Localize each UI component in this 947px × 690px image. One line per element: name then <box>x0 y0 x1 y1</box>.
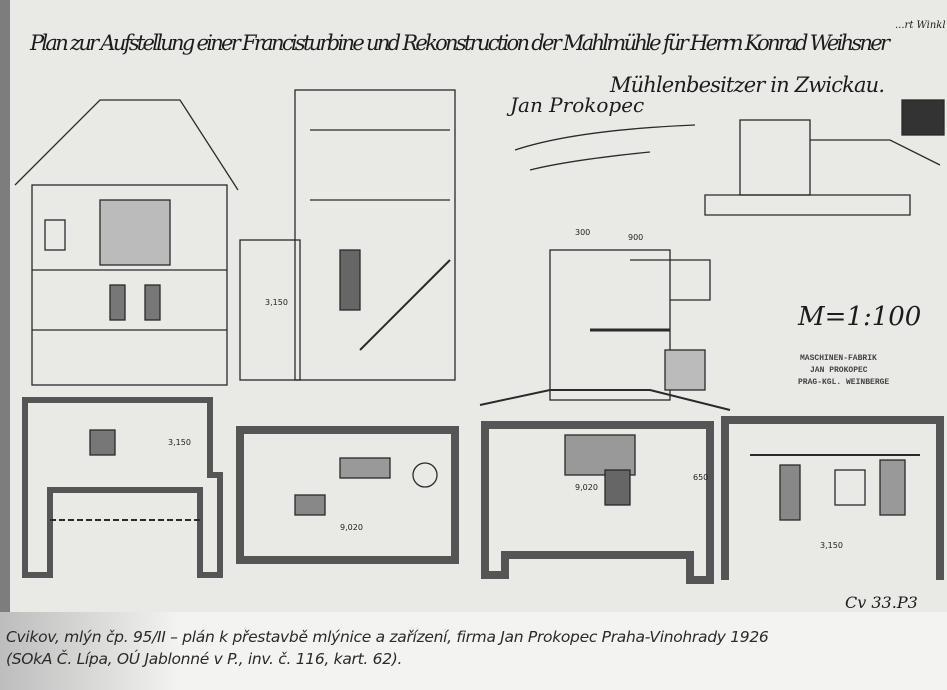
floor-plan-2: 9,020 <box>236 426 459 564</box>
dimension-label: 3,150 <box>265 298 288 307</box>
maker-stamp-line: MASCHINEN-FABRIK <box>800 354 877 363</box>
signature: Jan Prokopec <box>506 93 644 117</box>
maker-stamp-line: JAN PROKOPEC <box>810 366 868 375</box>
elevation-turbine-house: 3,150 <box>239 89 456 381</box>
page-shadow <box>0 612 180 690</box>
mill-plan-drawing: Plan zur Aufstellung einer Francisturbin… <box>10 0 947 612</box>
section-top-right <box>704 119 941 216</box>
scale-label: M=1:100 <box>797 302 921 332</box>
drawing-title: Plan zur Aufstellung einer Francisturbin… <box>29 31 892 55</box>
dimension-label: 9,020 <box>340 523 363 532</box>
dimension-label: 3,150 <box>168 438 191 447</box>
caption-line-2: (SOkA Č. Lípa, OÚ Jablonné v P., inv. č.… <box>6 650 403 668</box>
maker-stamp-line: PRAG-KGL. WEINBERGE <box>798 378 889 387</box>
figure-caption: Cvikov, mlýn čp. 95/II – plán k přestavb… <box>6 626 769 670</box>
caption-line-1: Cvikov, mlýn čp. 95/II – plán k přestavb… <box>6 628 769 646</box>
signature-scribbles <box>514 124 696 171</box>
drawing-subtitle: Mühlenbesitzer in Zwickau. <box>609 73 885 97</box>
dimension-label: 650 <box>693 473 708 482</box>
dimension-label: 300 <box>575 228 590 237</box>
dimension-label: 900 <box>628 233 643 242</box>
page-edge <box>0 0 10 612</box>
floor-plan-4: 3,150 <box>721 416 944 580</box>
archive-mark: Cv 33.P3 <box>845 593 918 612</box>
dimension-label: 9,020 <box>575 483 598 492</box>
revenue-stamp <box>901 99 945 136</box>
stamp-text: ...rt Winkl <box>895 20 946 31</box>
dimension-label: 3,150 <box>820 541 843 550</box>
floor-plan-1: 3,150 <box>22 397 223 578</box>
floor-plan-3: 9,020 650 <box>481 421 714 584</box>
elevation-mill-house <box>14 99 239 386</box>
elevation-section: 300 900 <box>479 228 731 411</box>
